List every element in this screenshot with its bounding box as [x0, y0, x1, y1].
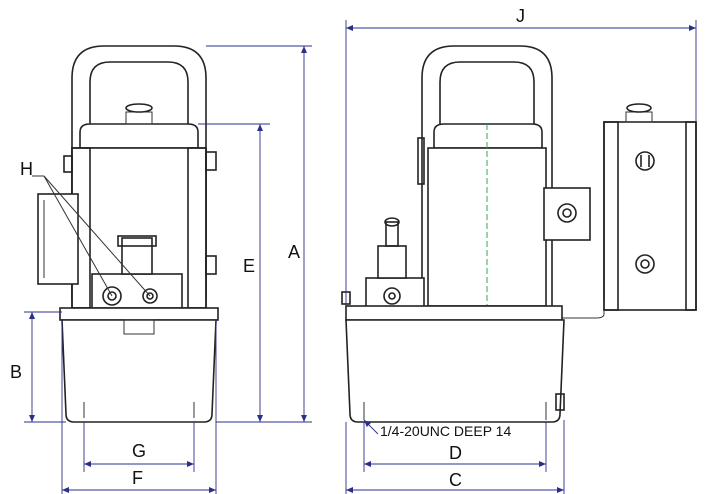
dim-label-a: A: [288, 242, 300, 262]
front-dimensions: [24, 45, 312, 494]
thread-note: 1/4-20UNC DEEP 14: [380, 423, 511, 439]
h-leaders: [32, 175, 151, 297]
dim-label-g: G: [132, 441, 146, 461]
dim-label-c: C: [449, 470, 462, 490]
dim-label-j: J: [516, 6, 525, 26]
side-view: [341, 45, 697, 423]
side-dimensions: [345, 20, 697, 494]
dim-label-f: F: [132, 468, 143, 488]
dim-label-d: D: [449, 443, 462, 463]
dim-label-e: E: [243, 256, 255, 276]
dim-label-b: B: [10, 362, 22, 382]
dim-label-h: H: [20, 159, 33, 179]
front-view: [37, 45, 219, 423]
